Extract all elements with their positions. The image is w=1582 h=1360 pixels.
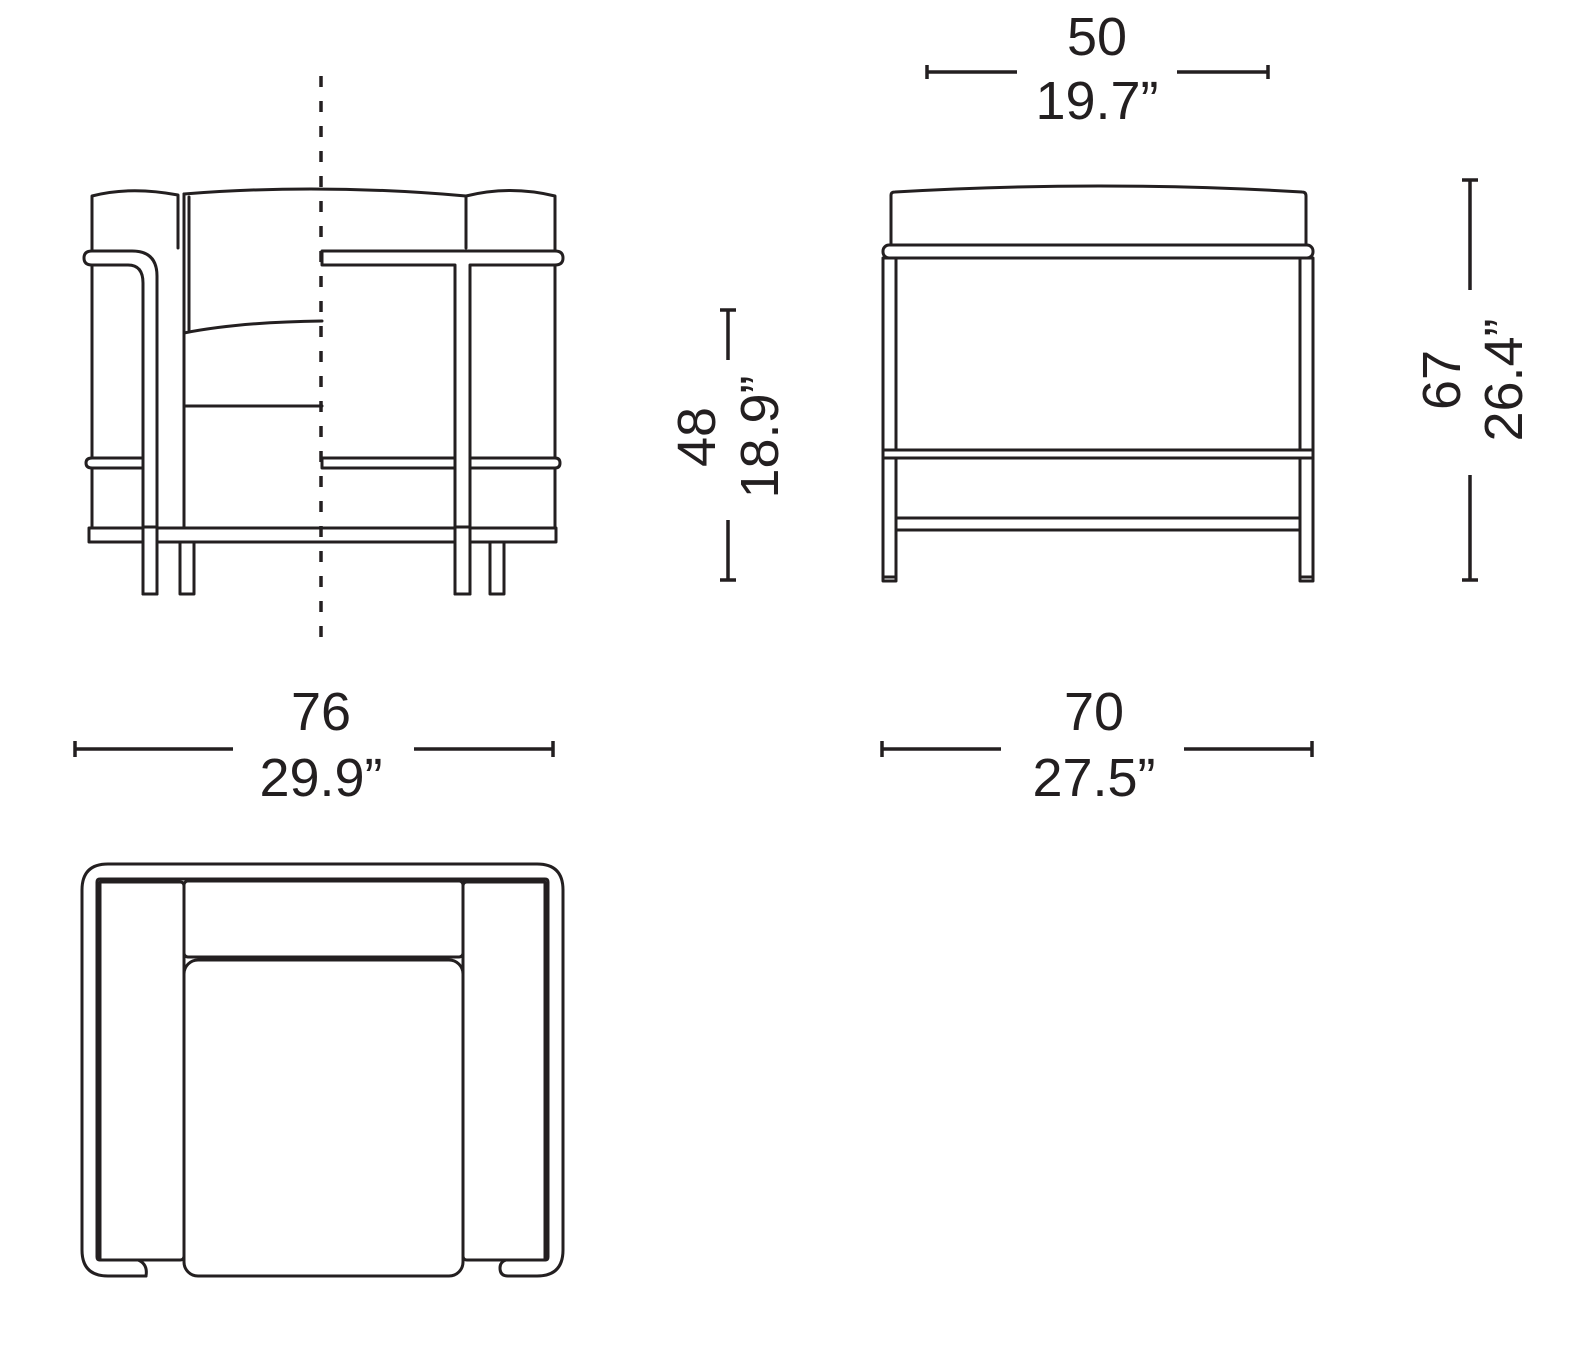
- overall-height-dimension: 67 26.4”: [1412, 178, 1534, 582]
- seat-depth-cm: 50: [1067, 7, 1127, 67]
- front-view: [82, 76, 565, 640]
- front-width-dimension: 76 29.9”: [73, 682, 555, 808]
- side-depth-cm: 70: [1064, 682, 1124, 742]
- seat-depth-dimension: 50 19.7”: [925, 7, 1270, 131]
- seat-depth-in: 19.7”: [1035, 71, 1158, 131]
- seat-height-dimension: 48 18.9”: [667, 308, 790, 582]
- front-width-cm: 76: [291, 682, 351, 742]
- overall-height-in: 26.4”: [1474, 318, 1534, 441]
- top-view: [80, 862, 565, 1278]
- side-view: [881, 184, 1315, 583]
- seat-height-cm: 48: [667, 407, 727, 467]
- side-depth-dimension: 70 27.5”: [880, 682, 1314, 808]
- overall-height-cm: 67: [1412, 350, 1472, 410]
- seat-height-in: 18.9”: [730, 375, 790, 498]
- side-depth-in: 27.5”: [1032, 748, 1155, 808]
- front-width-in: 29.9”: [259, 748, 382, 808]
